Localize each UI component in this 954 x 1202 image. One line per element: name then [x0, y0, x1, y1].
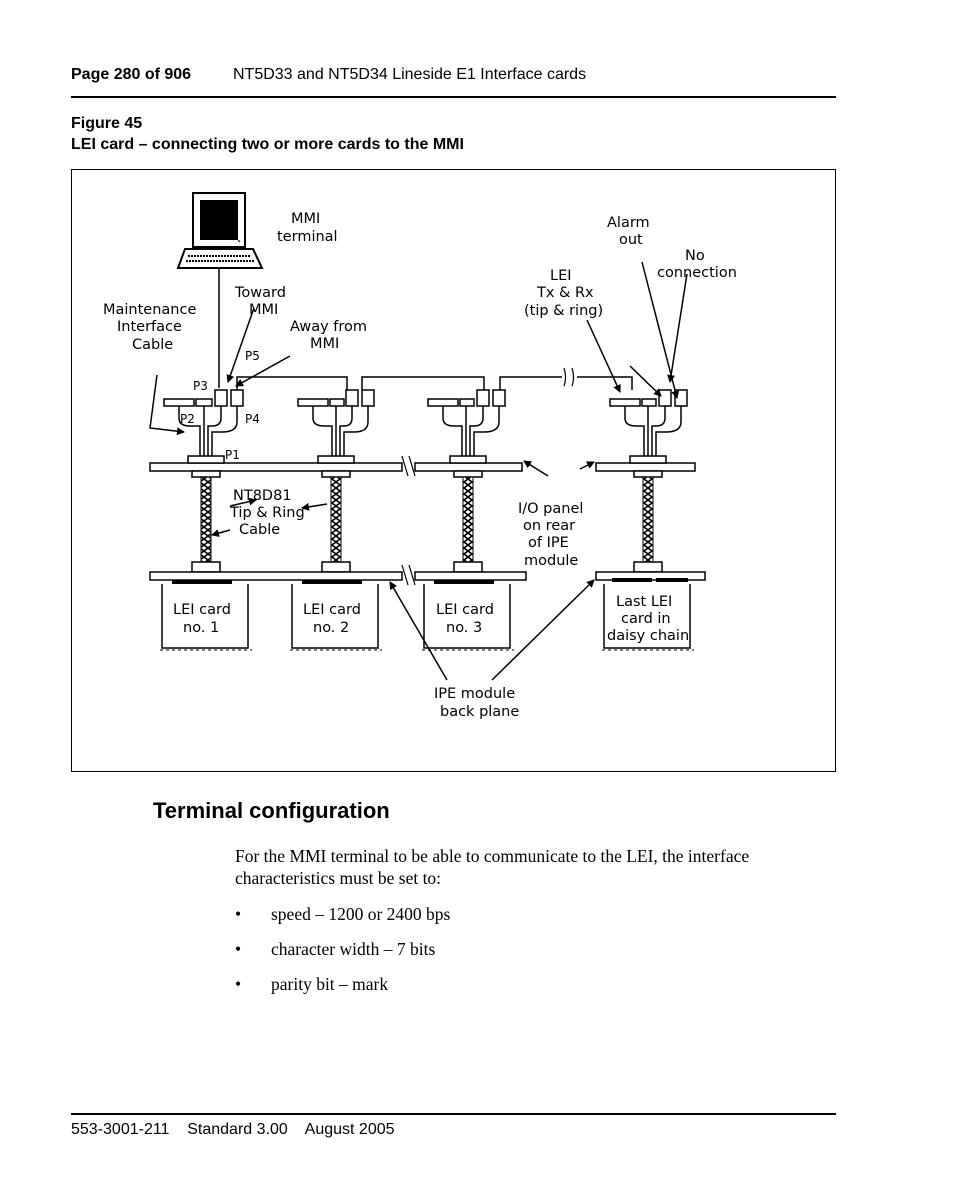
figure-diagram: MMI terminal Maintenance Interface Cable…: [71, 169, 836, 772]
io-panel-bar: [149, 455, 696, 478]
backplane-bar: [149, 561, 706, 586]
list-item-text: character width – 7 bits: [271, 939, 436, 959]
footer-text: 553-3001-211 Standard 3.00 August 2005: [71, 1121, 395, 1138]
page-number: Page 280 of 906: [71, 66, 192, 83]
label-alarm: Alarm: [607, 215, 650, 231]
connector-group-1: [163, 389, 244, 456]
label-card4-last: Last LEI: [616, 594, 672, 610]
label-tip-ring: (tip & ring): [524, 303, 603, 319]
section-heading: Terminal configuration: [153, 798, 390, 823]
label-card4-daisy: daisy chain: [607, 628, 689, 644]
label-card2-name: LEI card: [303, 602, 361, 618]
annotation-arrows: [149, 261, 688, 681]
list-item-text: speed – 1200 or 2400 bps: [271, 904, 451, 924]
document-title: NT5D33 and NT5D34 Lineside E1 Interface …: [233, 66, 587, 83]
label-of-ipe: of IPE: [528, 535, 569, 551]
figure-caption: LEI card – connecting two or more cards …: [71, 136, 464, 153]
label-module: module: [524, 553, 578, 569]
label-toward-mmi: MMI: [249, 302, 278, 318]
body-paragraph: For the MMI terminal to be able to commu…: [235, 846, 750, 888]
label-toward: Toward: [234, 285, 286, 301]
lei-card-2: [290, 584, 382, 651]
label-terminal: terminal: [277, 229, 338, 245]
lei-connection-diagram: MMI terminal Maintenance Interface Cable…: [103, 192, 737, 720]
label-p3: P3: [193, 379, 208, 393]
label-card1-name: LEI card: [173, 602, 231, 618]
label-card3-no: no. 3: [446, 620, 482, 636]
connector-group-3: [427, 389, 506, 456]
label-on-rear: on rear: [523, 518, 575, 534]
label-away-mmi: MMI: [310, 336, 339, 352]
label-connection: connection: [657, 265, 737, 281]
label-nt8d81: NT8D81: [233, 488, 292, 504]
bullet-icon: •: [235, 939, 242, 959]
list-item-text: parity bit – mark: [271, 974, 389, 994]
label-card3-name: LEI card: [436, 602, 494, 618]
label-p2: P2: [180, 412, 195, 426]
label-lei: LEI: [550, 268, 572, 284]
label-tip-ring-cable: Tip & Ring: [229, 505, 305, 521]
label-card2-no: no. 2: [313, 620, 349, 636]
bullet-icon: •: [235, 974, 242, 994]
lei-card-3: [422, 584, 514, 651]
page-header: Page 280 of 906 NT5D33 and NT5D34 Linesi…: [71, 66, 836, 98]
connector-group-4: [609, 389, 688, 456]
label-p4: P4: [245, 412, 260, 426]
label-cable: Cable: [132, 337, 173, 353]
label-io-panel: I/O panel: [518, 501, 583, 517]
computer-terminal-icon: [176, 192, 264, 370]
label-maintenance: Maintenance: [103, 302, 196, 318]
label-away-from: Away from: [290, 319, 367, 335]
lei-card-1: [160, 584, 252, 651]
label-card4-in: card in: [621, 611, 671, 627]
label-no: No: [685, 248, 705, 264]
figure-number: Figure 45: [71, 115, 143, 132]
bullet-icon: •: [235, 904, 242, 924]
connector-group-2: [297, 389, 375, 456]
label-card1-no: no. 1: [183, 620, 219, 636]
label-interface: Interface: [117, 319, 182, 335]
label-p1: P1: [225, 448, 240, 462]
label-back-plane: back plane: [440, 704, 519, 720]
label-mmi: MMI: [291, 211, 320, 227]
label-nt8d81-cable: Cable: [239, 522, 280, 538]
lei-card-4: [602, 584, 694, 651]
label-out: out: [619, 232, 643, 248]
label-txrx: Tx & Rx: [536, 285, 594, 301]
label-ipe-module: IPE module: [434, 686, 515, 702]
page-footer: 553-3001-211 Standard 3.00 August 2005: [71, 1113, 836, 1145]
label-p5: P5: [245, 349, 260, 363]
